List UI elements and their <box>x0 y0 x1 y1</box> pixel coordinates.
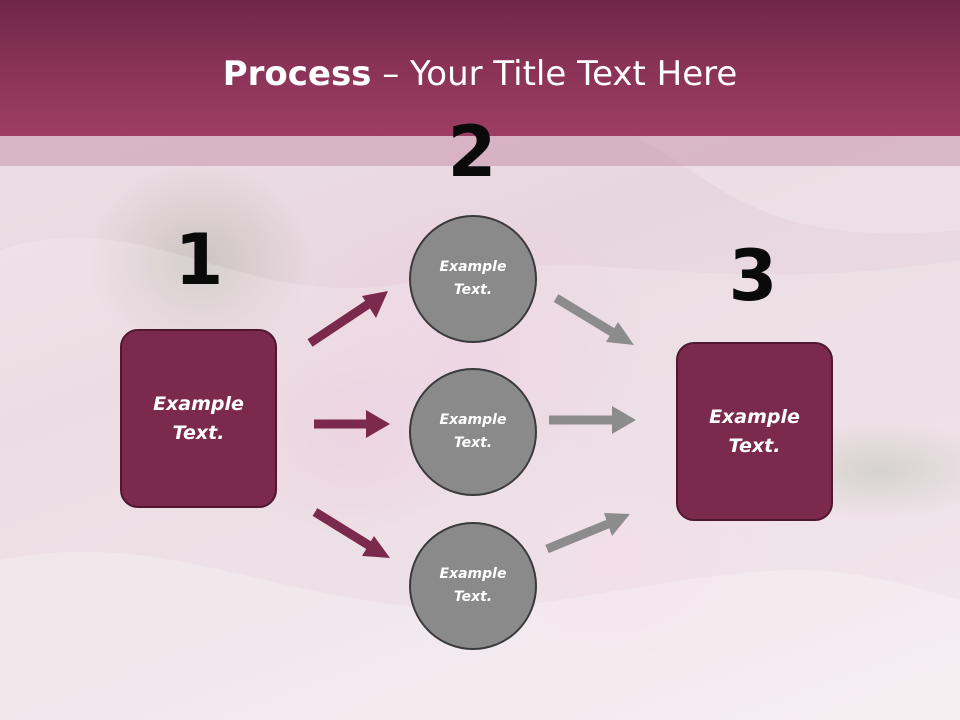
title-band <box>0 0 960 136</box>
circle-bottom-label: Example Text. <box>439 566 507 605</box>
title-bold: Process <box>222 54 372 94</box>
arrow-right-bottom <box>545 513 630 554</box>
arrow-left-bottom <box>312 508 390 558</box>
circle-top-label: Example Text. <box>439 259 507 298</box>
circle-middle-label: Example Text. <box>439 412 507 451</box>
right-step-label: Example Text. <box>709 405 800 457</box>
right-step-box: Example Text. <box>676 342 833 521</box>
step-number-3: 3 <box>728 235 778 317</box>
step-number-2: 2 <box>447 111 497 193</box>
circle-top: Example Text. <box>409 215 537 343</box>
arrow-right-top <box>553 294 634 345</box>
slide-title: Process – Your Title Text Here <box>0 52 960 96</box>
title-strip <box>0 136 960 166</box>
left-step-box: Example Text. <box>120 329 277 508</box>
step-number-1: 1 <box>174 219 224 301</box>
circle-middle: Example Text. <box>409 368 537 496</box>
arrow-right-middle <box>549 406 636 434</box>
arrow-left-top <box>307 291 388 347</box>
circle-bottom: Example Text. <box>409 522 537 650</box>
left-step-label: Example Text. <box>153 392 244 444</box>
title-rest: – Your Title Text Here <box>371 54 738 94</box>
arrow-left-middle <box>314 410 390 438</box>
